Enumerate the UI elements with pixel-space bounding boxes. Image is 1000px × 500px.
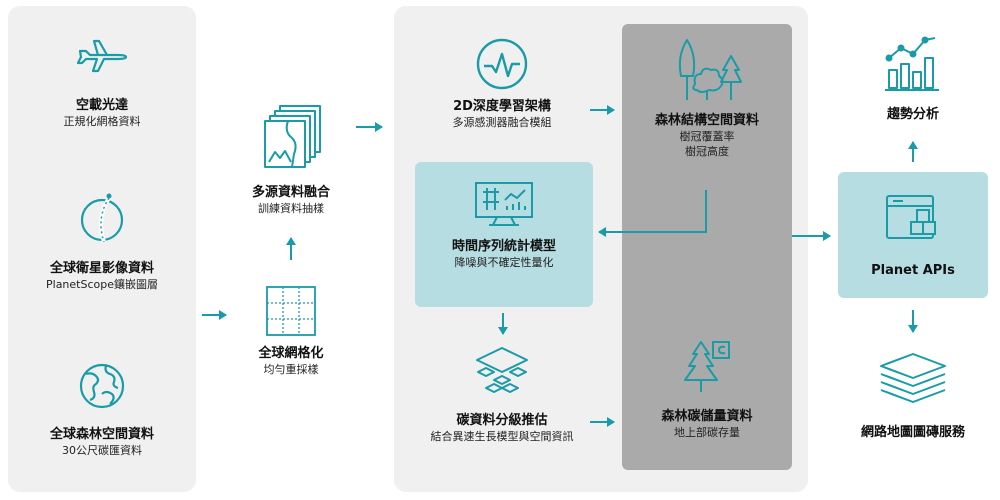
trees-icon bbox=[678, 39, 742, 100]
output-storage-subtitle: 地上部碳存量 bbox=[674, 426, 740, 439]
globe-icon bbox=[79, 363, 125, 409]
model-timeseries-title: 時間序列統計模型 bbox=[451, 239, 556, 254]
model-timeseries-subtitle: 降噪與不確定性量化 bbox=[454, 256, 554, 269]
output-structure-subtitle-2: 樹冠高度 bbox=[685, 145, 729, 158]
timeseries-box bbox=[415, 162, 593, 307]
source-lidar-subtitle: 正規化網格資料 bbox=[63, 115, 141, 128]
app-window-icon bbox=[886, 195, 936, 239]
source-lidar-title: 空載光達 bbox=[75, 98, 128, 113]
model-deep: 2D深度學習架構 多源感測器融合模組 bbox=[412, 36, 592, 130]
delivery-tiles-title: 網路地圖圖磚服務 bbox=[860, 425, 965, 440]
model-deep-title: 2D深度學習架構 bbox=[453, 99, 551, 114]
source-forest: 全球森林空間資料 30公尺碳匯資料 bbox=[12, 360, 192, 458]
waveform-icon bbox=[476, 38, 528, 90]
step-grid-title: 全球網格化 bbox=[258, 346, 324, 361]
model-carbon-grading: 碳資料分級推估 結合異速生長模型與空間資訊 bbox=[412, 346, 592, 444]
output-storage-title: 森林碳儲量資料 bbox=[661, 409, 753, 424]
grid-icon bbox=[266, 286, 316, 336]
step-fusion-title: 多源資料融合 bbox=[251, 185, 330, 200]
monitor-chart-icon bbox=[475, 182, 533, 226]
step-grid: 全球網格化 均勻重採樣 bbox=[226, 283, 356, 377]
delivery-api-title: Planet APIs bbox=[871, 263, 955, 278]
layers-tiles-icon bbox=[476, 347, 528, 393]
delivery-tiles: 網路地圖圖磚服務 bbox=[838, 350, 988, 441]
step-fusion: 多源資料融合 訓練資料抽樣 bbox=[226, 102, 356, 216]
data-sources-panel bbox=[8, 6, 196, 492]
stacked-layers-icon bbox=[880, 353, 946, 403]
step-fusion-subtitle: 訓練資料抽樣 bbox=[258, 202, 324, 215]
arrow-structure-to-timeseries bbox=[598, 190, 707, 237]
source-satellite: 全球衛星影像資料 PlanetScope鑲嵌圖層 bbox=[12, 190, 192, 292]
source-forest-subtitle: 30公尺碳匯資料 bbox=[62, 444, 142, 457]
tree-carbon-icon bbox=[684, 341, 730, 392]
output-storage: 森林碳儲量資料 地上部碳存量 bbox=[622, 338, 792, 440]
output-structure-subtitle-1: 樹冠覆蓋率 bbox=[679, 130, 735, 143]
source-satellite-title: 全球衛星影像資料 bbox=[49, 261, 154, 276]
output-structure: 森林結構空間資料 樹冠覆蓋率 樹冠高度 bbox=[622, 36, 792, 159]
source-satellite-subtitle: PlanetScope鑲嵌圖層 bbox=[46, 278, 158, 291]
model-timeseries: 時間序列統計模型 降噪與不確定性量化 bbox=[415, 180, 593, 270]
model-carbon-grading-subtitle: 結合異速生長模型與空間資訊 bbox=[430, 430, 574, 443]
trend-chart-icon bbox=[885, 36, 939, 91]
source-lidar: 空載光達 正規化網格資料 bbox=[12, 35, 192, 129]
delivery-trend: 趨勢分析 bbox=[838, 34, 988, 123]
airplane-icon bbox=[76, 39, 128, 73]
model-deep-subtitle: 多源感測器融合模組 bbox=[452, 116, 552, 129]
delivery-trend-title: 趨勢分析 bbox=[886, 107, 939, 122]
step-grid-subtitle: 均勻重採樣 bbox=[263, 363, 319, 376]
model-carbon-grading-title: 碳資料分級推估 bbox=[456, 413, 548, 428]
stacked-maps-icon bbox=[264, 105, 321, 168]
satellite-orbit-icon bbox=[80, 193, 124, 243]
delivery-api: Planet APIs bbox=[838, 192, 988, 279]
output-structure-title: 森林結構空間資料 bbox=[654, 113, 759, 128]
source-forest-title: 全球森林空間資料 bbox=[49, 427, 154, 442]
